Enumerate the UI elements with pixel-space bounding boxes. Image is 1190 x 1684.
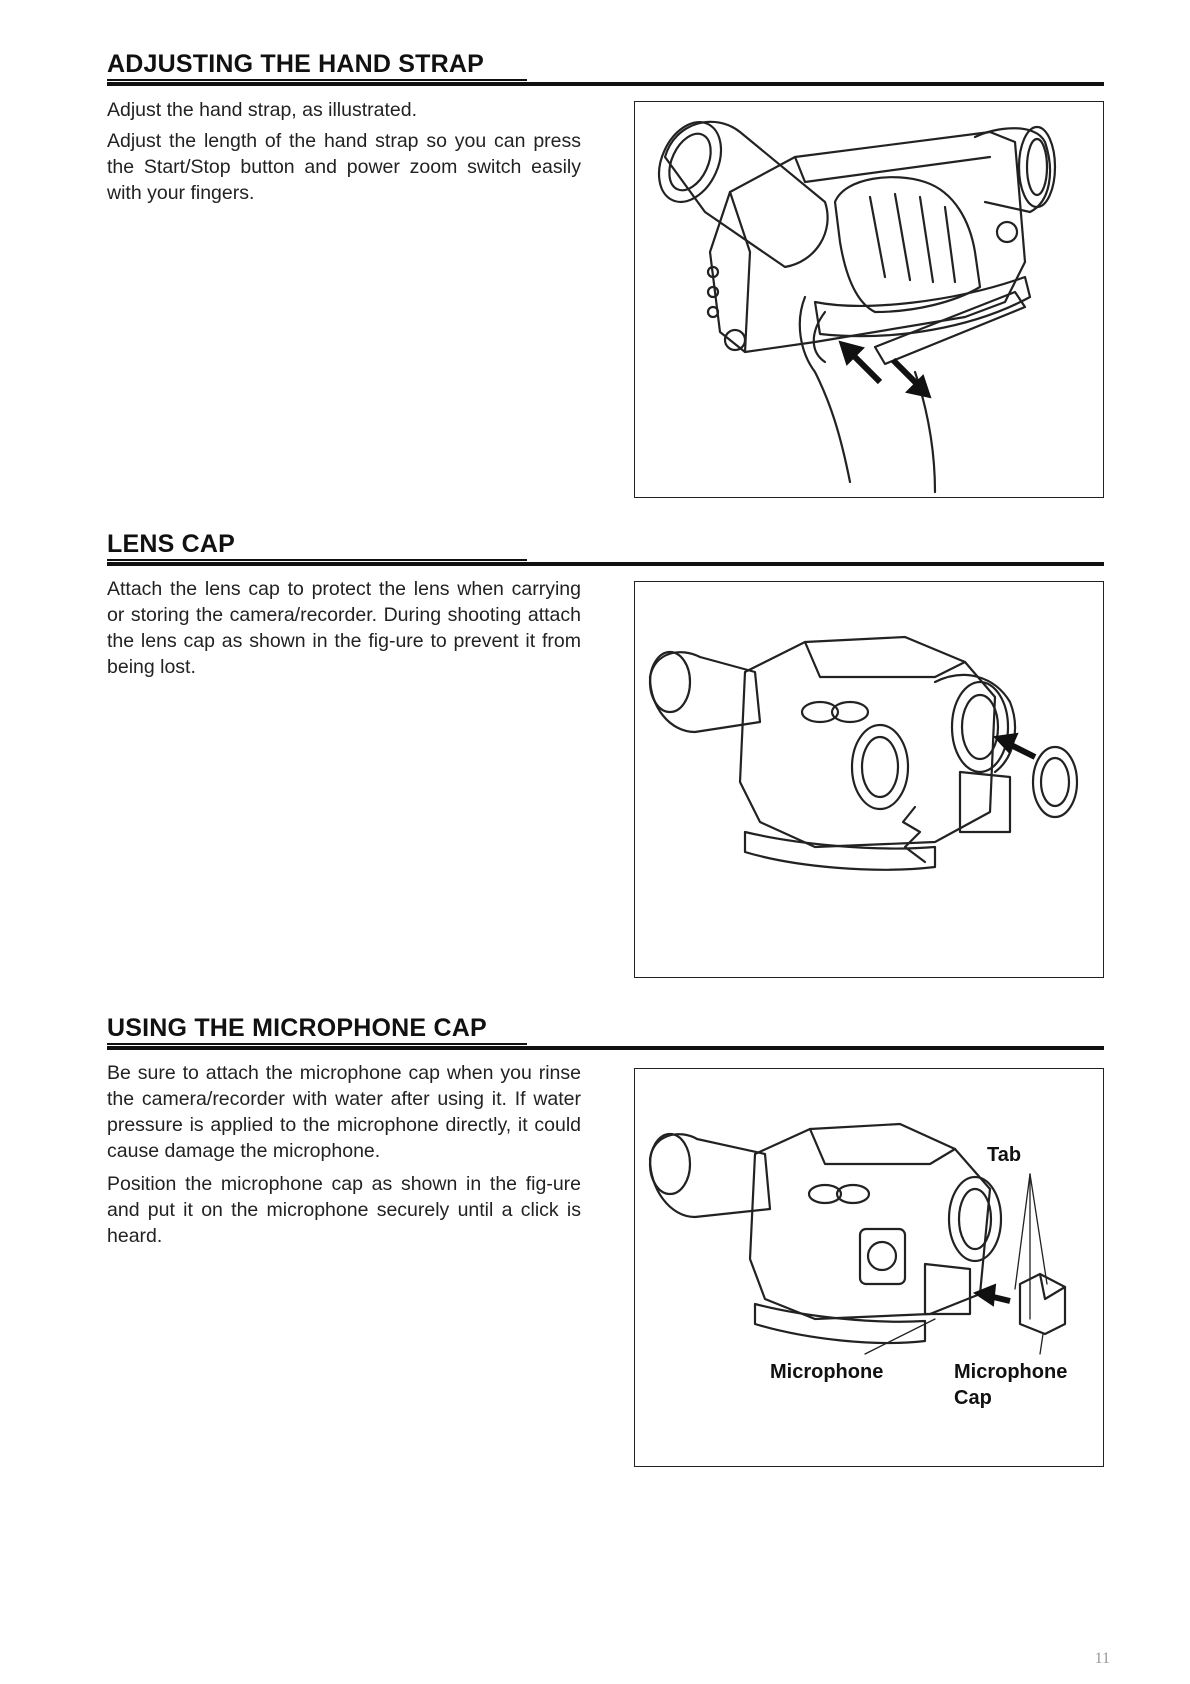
lens-barrel — [973, 127, 1052, 214]
arrows — [992, 732, 1037, 760]
hand-strap — [813, 275, 1032, 338]
title-underline — [107, 559, 527, 561]
microphone-cap-illustration — [648, 1122, 1067, 1355]
camera-body-outline — [708, 130, 1027, 354]
lens-cap-figure — [634, 581, 1104, 978]
paragraph: Adjust the hand strap, as illustrated. — [107, 99, 418, 121]
camera-body-outline — [748, 1122, 992, 1321]
arrows — [838, 340, 932, 399]
lens-cap — [1031, 745, 1079, 819]
title-underline — [107, 1043, 527, 1045]
lens-barrel — [933, 673, 1017, 774]
lens-barrel — [947, 1175, 1003, 1263]
arrows — [972, 1283, 1011, 1307]
label-tab: Tab — [987, 1144, 1022, 1166]
label-microphone: Microphone — [770, 1361, 884, 1383]
viewfinder — [663, 120, 829, 269]
section-title-hand-strap: ADJUSTING THE HAND STRAP — [107, 50, 485, 78]
paragraph: Attach the lens cap to protect the lens … — [107, 578, 581, 678]
hand — [833, 176, 982, 314]
microphone-cap-figure: Tab Microphone Microphone Cap — [634, 1068, 1104, 1467]
lens-cap-illustration — [648, 635, 1079, 871]
hand-strap — [753, 1302, 927, 1345]
title-underline — [107, 79, 527, 81]
page-number: 11 — [1094, 1650, 1110, 1667]
section-divider — [107, 82, 1104, 86]
section-title-lens-cap: LENS CAP — [107, 530, 236, 558]
section-divider — [107, 562, 1104, 566]
hand-strap-figure — [634, 101, 1104, 498]
label-microphone-cap: Microphone Cap — [954, 1361, 1068, 1409]
camera-body-outline — [738, 635, 997, 849]
section-title-microphone-cap: USING THE MICROPHONE CAP — [107, 1014, 487, 1042]
microphone — [923, 1262, 972, 1316]
paragraph: Be sure to attach the microphone cap whe… — [107, 1062, 581, 1162]
paragraph: Adjust the length of the hand strap so y… — [107, 130, 581, 204]
hand-strap-illustration — [657, 120, 1057, 494]
section-divider — [107, 1046, 1104, 1050]
hand-strap — [743, 830, 937, 871]
paragraph: Position the microphone cap as shown in … — [107, 1173, 581, 1247]
